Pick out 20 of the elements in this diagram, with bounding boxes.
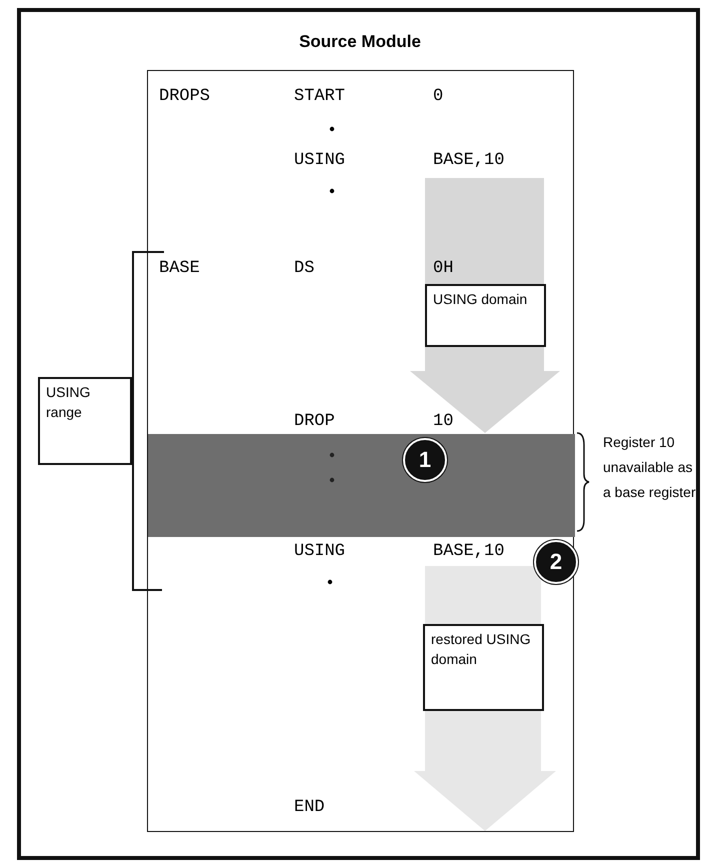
- code-token: DS: [294, 259, 314, 279]
- note-box: restored USING domain: [423, 624, 544, 711]
- note-box: USING domain: [425, 284, 546, 347]
- diagram-title: Source Module: [298, 32, 422, 53]
- note-box: USING range: [38, 377, 132, 465]
- code-token: 10: [433, 412, 454, 432]
- code-token: START: [294, 87, 346, 107]
- code-token: DROPS: [159, 87, 210, 107]
- code-token: BASE,10: [433, 151, 504, 171]
- code-token: BASE: [159, 259, 200, 279]
- code-token: USING: [294, 542, 346, 562]
- code-token: USING: [294, 151, 346, 171]
- code-token: DROP: [294, 412, 335, 432]
- code-listing-panel: [147, 70, 574, 832]
- note-text: Register 10 unavailable as a base register: [603, 433, 697, 502]
- code-token: BASE,10: [433, 542, 504, 562]
- callout-number: 2: [534, 540, 578, 584]
- code-token: 0: [433, 87, 444, 107]
- code-token: END: [294, 798, 325, 818]
- code-token: 0H: [433, 259, 454, 279]
